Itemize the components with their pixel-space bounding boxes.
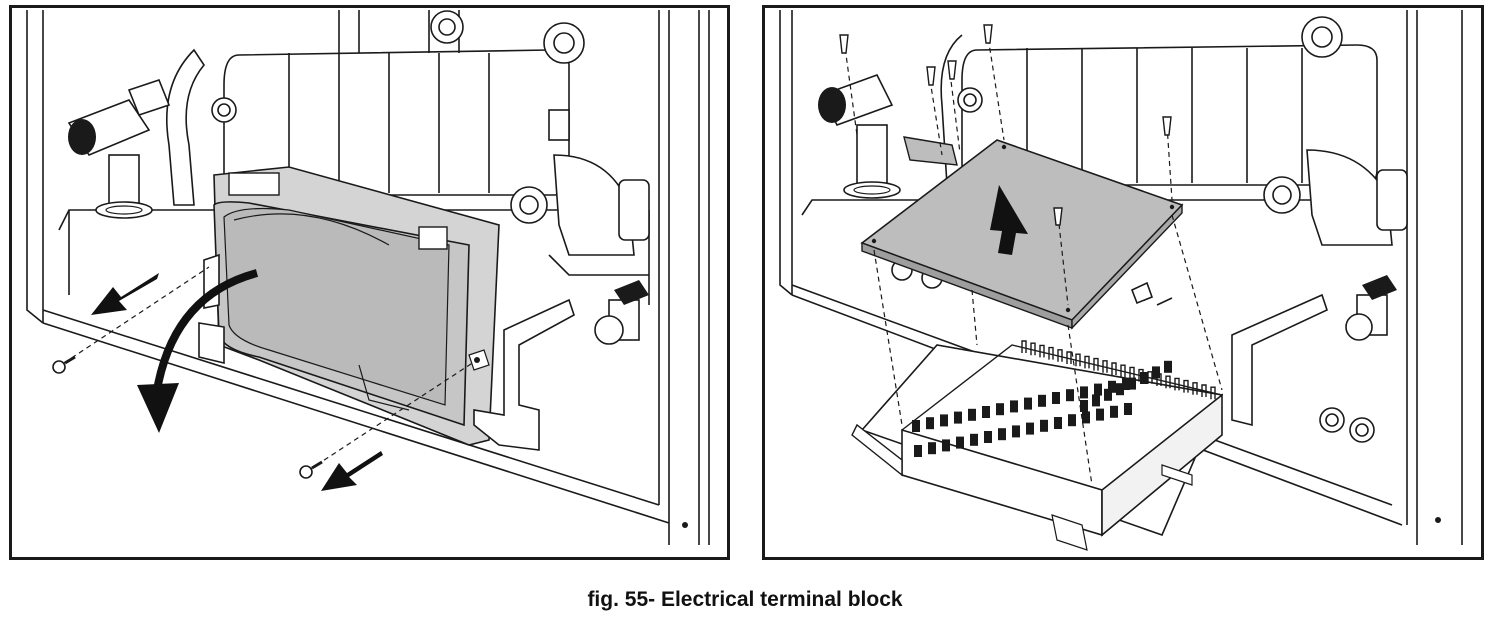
- mounting-bracket: [473, 298, 575, 451]
- terminal-screw: [1108, 380, 1116, 393]
- comb-tooth: [1093, 357, 1099, 371]
- terminal-screw: [942, 439, 950, 452]
- cabinet-frame: [26, 10, 710, 545]
- left-illustration: [9, 5, 730, 560]
- safety-valve: [67, 79, 171, 219]
- mounting-bracket: [1231, 293, 1328, 427]
- terminal-screw: [1122, 378, 1130, 390]
- terminal-screw: [970, 433, 978, 446]
- terminal-screw: [1124, 403, 1132, 415]
- terminal-screw: [1080, 386, 1088, 399]
- terminal-screw: [1116, 383, 1124, 396]
- terminal-screw: [1068, 414, 1076, 427]
- terminal-screw: [968, 408, 976, 421]
- comb-tooth: [1084, 355, 1090, 369]
- arrow-out-bottom: [321, 451, 383, 491]
- terminal-screw: [1052, 392, 1060, 404]
- terminal-screw: [956, 436, 964, 449]
- terminal-rows: [912, 360, 1172, 457]
- terminal-screw: [1128, 377, 1136, 390]
- control-box: [213, 166, 500, 446]
- comb-tooth: [1057, 349, 1063, 362]
- terminal-screw: [954, 411, 962, 424]
- terminal-screw: [1110, 405, 1118, 418]
- terminal-screw: [996, 403, 1004, 416]
- comb-tooth: [1183, 379, 1189, 393]
- terminal-screw: [982, 406, 990, 418]
- safety-valve: [818, 74, 901, 199]
- terminal-screw: [1010, 400, 1018, 413]
- comb-tooth: [1210, 386, 1216, 400]
- comb-tooth: [1165, 375, 1171, 389]
- terminal-screw: [984, 431, 992, 443]
- arrow-lift-up: [990, 185, 1028, 255]
- arrow-out-left: [91, 273, 159, 315]
- terminal-screw: [1140, 372, 1148, 384]
- panel-left-remove-box: [9, 5, 730, 560]
- cover-guide-lines: [843, 29, 1223, 486]
- comb-tooth: [1129, 366, 1135, 380]
- terminal-screw: [1040, 419, 1048, 432]
- drain-tap: [594, 280, 649, 345]
- terminal-screw: [1066, 389, 1074, 402]
- comb-tooth: [1156, 373, 1162, 386]
- figure-caption: fig. 55- Electrical terminal block: [587, 588, 903, 611]
- terminal-block-box: [851, 344, 1224, 551]
- comb-tooth: [1048, 346, 1054, 360]
- comb-tooth: [1102, 360, 1108, 373]
- comb-tooth: [1192, 382, 1198, 395]
- terminal-screw: [1026, 422, 1034, 435]
- comb-tooth: [1138, 368, 1144, 382]
- terminal-screw: [1024, 397, 1032, 410]
- terminal-screw: [926, 417, 934, 430]
- manifold-pipes: [166, 10, 650, 276]
- right-illustration: [762, 5, 1484, 560]
- arrow-tilt-down: [137, 269, 259, 433]
- comb-tooth: [1201, 384, 1207, 397]
- terminal-screw: [1152, 366, 1160, 379]
- screw-left: [52, 355, 76, 374]
- terminal-screw: [940, 414, 948, 427]
- frame-screw-hole: [682, 522, 688, 528]
- frame-screw-hole: [1435, 517, 1441, 523]
- terminal-screw: [912, 420, 920, 432]
- cover-screws: [839, 24, 1172, 226]
- terminal-comb: [1021, 340, 1216, 400]
- panel-right-lift-cover: [762, 5, 1484, 560]
- comb-tooth: [1075, 353, 1081, 367]
- comb-tooth: [1174, 377, 1180, 391]
- manifold-pipes: [940, 16, 1408, 246]
- terminal-screw: [1164, 360, 1172, 373]
- comb-tooth: [1120, 364, 1126, 378]
- comb-tooth: [1039, 344, 1045, 358]
- terminal-screw: [1080, 400, 1088, 412]
- comb-tooth: [1021, 340, 1027, 353]
- terminal-screw: [998, 428, 1006, 441]
- comb-tooth: [1147, 371, 1153, 384]
- terminal-screw: [1012, 425, 1020, 438]
- terminal-screw: [1104, 388, 1112, 401]
- terminal-screw: [1094, 383, 1102, 396]
- comb-tooth: [1066, 351, 1072, 364]
- comb-tooth: [1111, 362, 1117, 375]
- terminal-screw: [1082, 411, 1090, 424]
- comb-tooth: [1030, 342, 1036, 356]
- screw-guide-lines: [63, 266, 478, 471]
- wall-fittings: [891, 259, 1375, 443]
- terminal-screw: [1096, 408, 1104, 421]
- terminal-screw: [1054, 417, 1062, 429]
- terminal-screw: [1038, 394, 1046, 407]
- terminal-screw: [914, 445, 922, 457]
- terminal-screw: [1092, 394, 1100, 407]
- terminal-screw: [928, 442, 936, 455]
- screw-bottom: [299, 460, 323, 479]
- drain-tap: [1345, 275, 1397, 341]
